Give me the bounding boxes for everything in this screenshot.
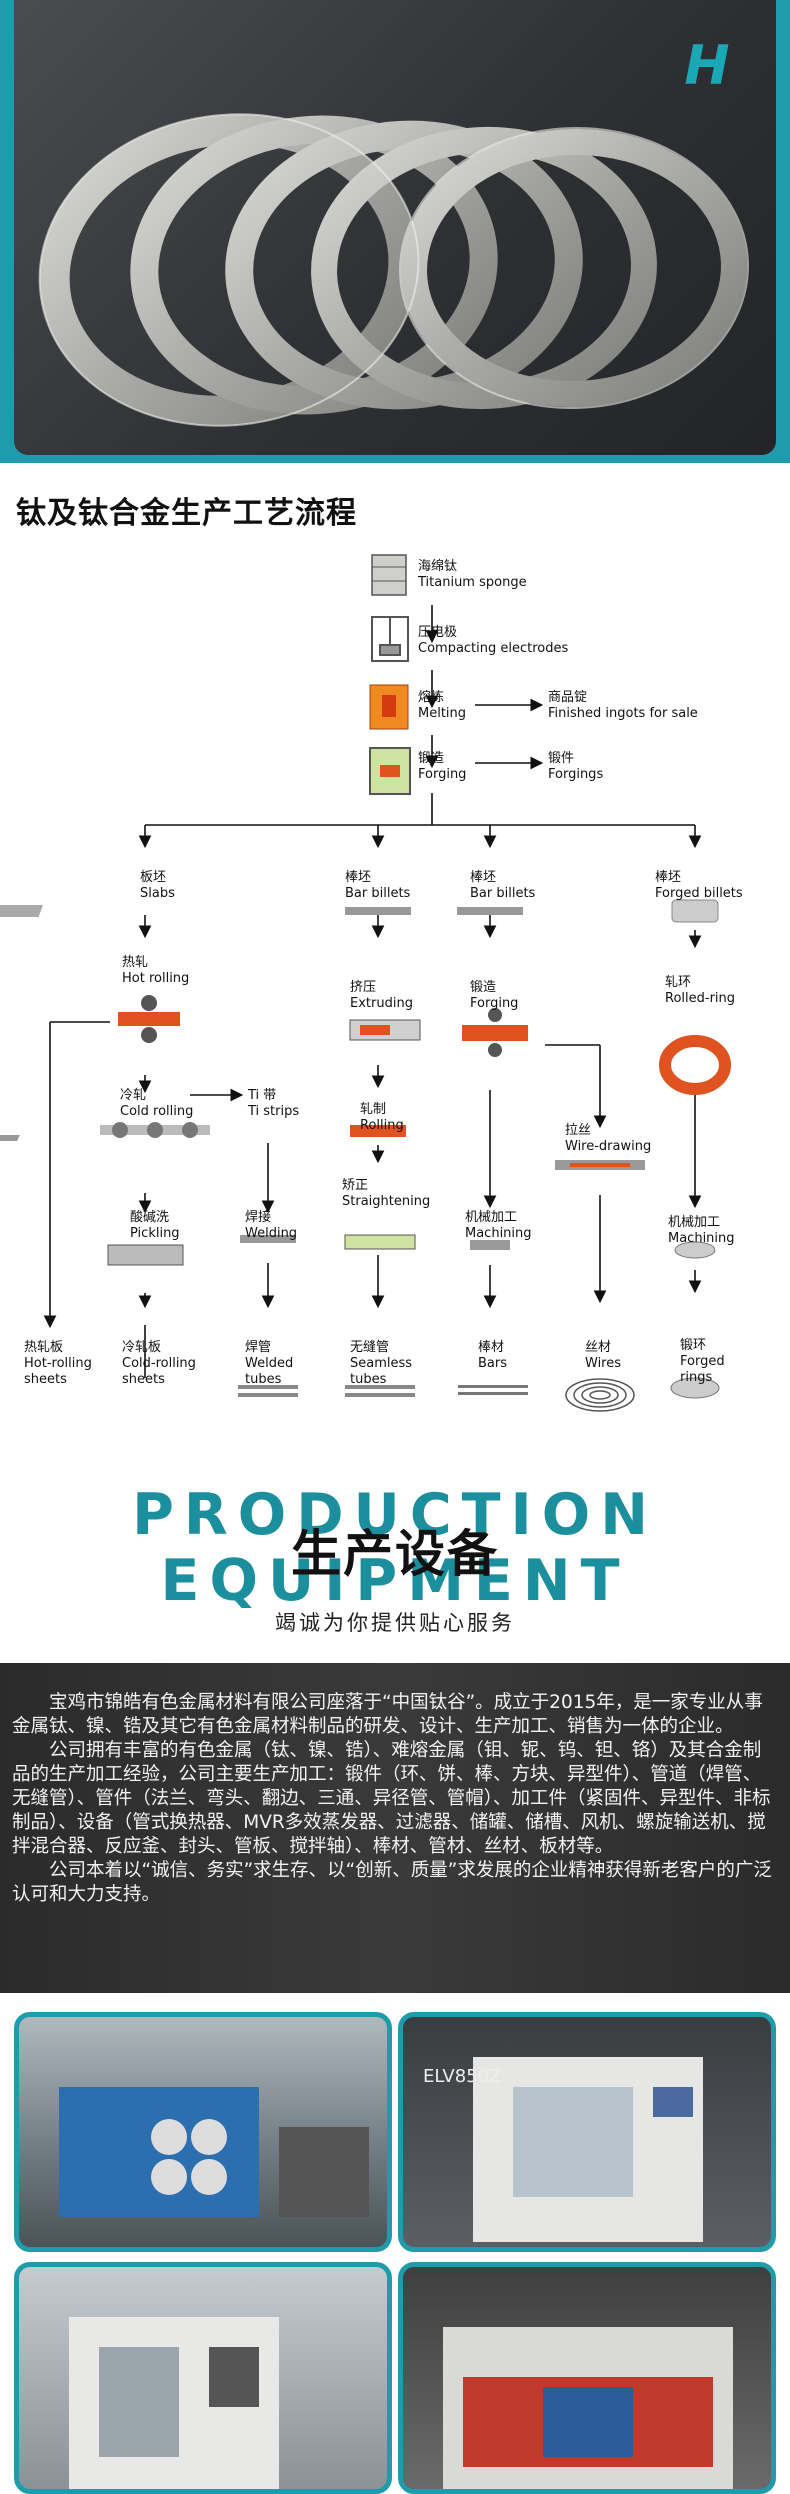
bar-billet-icon-2 <box>457 907 523 915</box>
machine-label: ELV850Z <box>423 2066 501 2087</box>
wires-icon <box>565 1378 635 1412</box>
machining-icon <box>470 1240 510 1250</box>
rolling-icon <box>350 1125 406 1137</box>
titanium-rings-photo: H <box>14 0 776 455</box>
intro-paragraph-2: 公司拥有丰富的有色金属（钛、镍、锆）、难熔金属（钼、铌、钨、钽、铬）及其合金制品… <box>12 1740 771 1857</box>
pickling-icon <box>107 1244 184 1266</box>
ti-strip-icon <box>0 1135 20 1141</box>
process-title: 钛及钛合金生产工艺流程 <box>16 496 357 531</box>
equipment-title-cn: 生产设备 <box>291 1524 499 1583</box>
sponge-icon <box>371 554 407 596</box>
intro-text: 宝鸡市锦皓有色金属材料有限公司座落于“中国钛谷”。成立于2015年，是一家专业从… <box>12 1691 778 1907</box>
straightening-icon <box>344 1234 416 1250</box>
wire-drawing-icon <box>555 1160 645 1170</box>
welded-tube-icon <box>238 1385 298 1397</box>
company-logo: H <box>684 34 730 97</box>
press-icon <box>371 616 409 662</box>
forged-billet-icon <box>671 899 719 923</box>
equipment-photo-4 <box>398 2262 776 2494</box>
hot-rolling-icon <box>118 995 180 1043</box>
slab-icon <box>0 905 43 917</box>
equipment-subtitle: 竭诚为你提供贴心服务 <box>275 1611 515 1635</box>
intro-paragraph-3: 公司本着以“诚信、务实”求生存、以“创新、质量”求发展的企业精神获得新老客户的广… <box>12 1860 772 1905</box>
forged-ring-icon <box>670 1377 720 1399</box>
hero-banner: H <box>0 0 790 463</box>
equipment-title-en: PRODUCTION EQUIPMENT <box>132 1482 658 1614</box>
ring-roll-icon <box>659 1035 731 1095</box>
bar-billet-icon <box>345 907 411 915</box>
company-intro: 宝鸡市锦皓有色金属材料有限公司座落于“中国钛谷”。成立于2015年，是一家专业从… <box>0 1663 790 1993</box>
furnace-icon <box>369 684 409 730</box>
forge-press-icon <box>369 747 411 795</box>
welding-icon <box>240 1235 296 1243</box>
bars-icon <box>458 1385 528 1395</box>
extruder-icon <box>349 1019 421 1041</box>
rings-illustration <box>38 113 749 427</box>
machining2-icon <box>674 1241 716 1259</box>
seamless-tube-icon <box>345 1385 415 1397</box>
equipment-photo-1 <box>14 2012 392 2252</box>
equipment-photo-2: ELV850Z <box>398 2012 776 2252</box>
forging2-icon <box>462 1008 528 1057</box>
intro-paragraph-1: 宝鸡市锦皓有色金属材料有限公司座落于“中国钛谷”。成立于2015年，是一家专业从… <box>12 1692 763 1737</box>
cold-rolling-icon <box>100 1122 210 1138</box>
flow-lines <box>0 554 731 1412</box>
equipment-photo-3 <box>14 2262 392 2494</box>
